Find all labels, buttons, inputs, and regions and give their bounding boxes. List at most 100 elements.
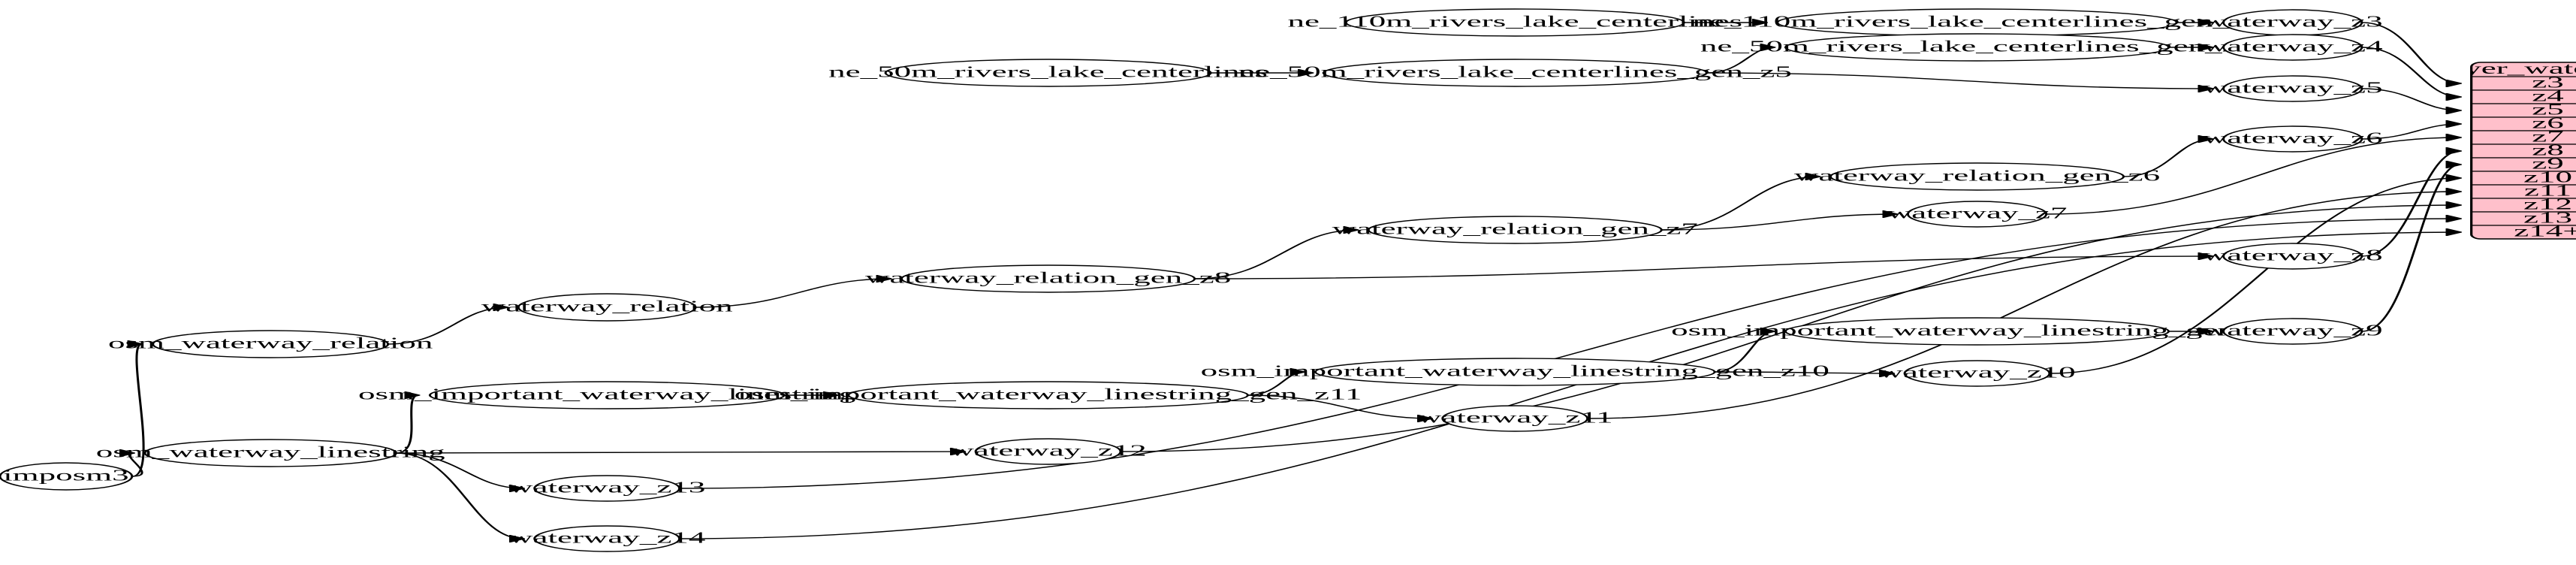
node-shape-ne_110m_rivers_lake_centerlines: [1344, 8, 1685, 37]
edge-osm_waterway_linestring--to--osm_important_waterway_linestring: [395, 395, 418, 454]
node-shape-waterway_z4: [2222, 34, 2363, 61]
edge-waterway_z10--to--layer_waterway_z10: [2049, 178, 2460, 374]
node-shape-osm_waterway_relation: [152, 330, 390, 358]
table-row-label-z7: z7: [2532, 128, 2563, 145]
node-shape-osm_important_waterway_linestring: [428, 381, 786, 409]
node-label-waterway_z11: waterway_z11: [1417, 409, 1613, 426]
node-label-waterway_relation_gen_z7: waterway_relation_gen_z7: [1332, 220, 1698, 237]
node-waterway_z11[interactable]: waterway_z11: [1417, 405, 1613, 432]
node-waterway_z10[interactable]: waterway_z10: [1878, 360, 2076, 387]
node-shape-ne_50m_rivers_lake_centerlines: [884, 59, 1212, 87]
node-ne_110m_rivers_lake_centerlines_gen_z3[interactable]: ne_110m_rivers_lake_centerlines_gen_z3: [1693, 8, 2262, 37]
node-shape-osm_waterway_linestring: [143, 439, 397, 467]
node-waterway_z5[interactable]: waterway_z5: [2203, 75, 2383, 102]
node-label-ne_110m_rivers_lake_centerlines: ne_110m_rivers_lake_centerlines: [1287, 13, 1742, 30]
table-row-z14+[interactable]: [2471, 225, 2576, 239]
node-waterway_z3[interactable]: waterway_z3: [2203, 9, 2383, 36]
node-label-ne_110m_rivers_lake_centerlines_gen_z3: ne_110m_rivers_lake_centerlines_gen_z3: [1693, 13, 2262, 30]
node-shape-ne_50m_rivers_lake_centerlines_gen_z5: [1322, 59, 1708, 87]
node-shape-osm_important_waterway_linestring_gen_z11: [847, 381, 1249, 409]
table-row-label-z5: z5: [2532, 101, 2563, 118]
node-osm_important_waterway_linestring_gen_z9[interactable]: osm_important_waterway_linestring_gen_z9: [1671, 317, 2283, 346]
node-label-waterway_z14: waterway_z14: [508, 529, 705, 546]
node-osm_important_waterway_linestring_gen_z10[interactable]: osm_important_waterway_linestring_gen_z1…: [1201, 358, 1829, 386]
node-label-waterway_z6: waterway_z6: [2203, 129, 2383, 147]
node-label-osm_important_waterway_linestring_gen_z11: osm_important_waterway_linestring_gen_z1…: [734, 385, 1362, 403]
node-label-waterway_z7: waterway_z7: [1887, 204, 2068, 222]
node-waterway_z12[interactable]: waterway_z12: [949, 438, 1147, 465]
edge-waterway_relation_gen_z7--to--waterway_z7: [1661, 214, 1896, 231]
table-row-label-z9: z9: [2532, 155, 2563, 172]
edge-waterway_z3--to--layer_waterway_z3: [2361, 22, 2460, 83]
table-row-label-z11: z11: [2524, 182, 2571, 199]
node-shape-waterway_z9: [2222, 318, 2363, 345]
node-label-osm_important_waterway_linestring_gen_z9: osm_important_waterway_linestring_gen_z9: [1671, 322, 2283, 339]
node-label-waterway_z3: waterway_z3: [2203, 13, 2383, 30]
node-waterway_z8[interactable]: waterway_z8: [2203, 243, 2383, 270]
node-waterway_z9[interactable]: waterway_z9: [2203, 318, 2383, 345]
node-imposm3[interactable]: imposm3: [0, 462, 134, 491]
node-waterway_relation[interactable]: waterway_relation: [481, 293, 733, 322]
edge-osm_important_waterway_linestring_gen_z10--to--waterway_z10: [1715, 372, 1893, 373]
edge-waterway_z5--to--layer_waterway_z5: [2361, 88, 2460, 110]
table-row-label-z6: z6: [2532, 114, 2563, 131]
node-ne_50m_rivers_lake_centerlines[interactable]: ne_50m_rivers_lake_centerlines: [828, 59, 1268, 87]
node-label-ne_50m_rivers_lake_centerlines_gen_z4: ne_50m_rivers_lake_centerlines_gen_z4: [1700, 38, 2254, 55]
node-label-waterway_relation: waterway_relation: [481, 298, 733, 315]
node-waterway_relation_gen_z6[interactable]: waterway_relation_gen_z6: [1794, 162, 2160, 191]
table-row-label-z12: z12: [2523, 195, 2572, 213]
node-label-waterway_z4: waterway_z4: [2203, 38, 2383, 55]
edge-osm_important_waterway_linestring_gen_z11--to--osm_important_waterway_linestring_gen_z10: [1247, 372, 1304, 396]
node-waterway_z13[interactable]: waterway_z13: [508, 475, 705, 502]
node-shape-waterway_z13: [533, 475, 681, 502]
edge-osm_waterway_linestring--to--waterway_z12: [396, 452, 964, 453]
node-shape-waterway_z11: [1441, 405, 1589, 432]
node-label-osm_important_waterway_linestring: osm_important_waterway_linestring: [358, 385, 855, 403]
node-waterway_relation_gen_z7[interactable]: waterway_relation_gen_z7: [1332, 216, 1698, 244]
node-osm_waterway_relation[interactable]: osm_waterway_relation: [108, 330, 433, 358]
node-waterway_z7[interactable]: waterway_z7: [1887, 201, 2068, 228]
node-label-waterway_z5: waterway_z5: [2203, 79, 2383, 96]
edge-osm_waterway_linestring--to--waterway_z13: [396, 452, 523, 488]
node-ne_110m_rivers_lake_centerlines[interactable]: ne_110m_rivers_lake_centerlines: [1287, 8, 1742, 37]
node-waterway_z4[interactable]: waterway_z4: [2203, 34, 2383, 61]
edge-ne_50m_rivers_lake_centerlines_gen_z5--to--ne_50m_rivers_lake_centerlines_gen_z4: [1706, 47, 1774, 74]
node-waterway_z14[interactable]: waterway_z14: [508, 525, 705, 552]
node-ne_50m_rivers_lake_centerlines_gen_z4[interactable]: ne_50m_rivers_lake_centerlines_gen_z4: [1700, 33, 2254, 62]
node-shape-waterway_z7: [1906, 201, 2048, 228]
table-header-cell: [2471, 62, 2576, 77]
node-osm_important_waterway_linestring[interactable]: osm_important_waterway_linestring: [358, 381, 855, 409]
edge-waterway_z9--to--layer_waterway_z9: [2361, 165, 2460, 332]
node-shape-waterway_z5: [2222, 75, 2363, 102]
table-row-label-z4: z4: [2532, 87, 2563, 104]
node-ne_50m_rivers_lake_centerlines_gen_z5[interactable]: ne_50m_rivers_lake_centerlines_gen_z5: [1238, 59, 1792, 87]
node-shape-waterway_z6: [2222, 125, 2363, 153]
edge-osm_important_waterway_linestring_gen_z11--to--waterway_z11: [1247, 394, 1431, 418]
node-label-waterway_z8: waterway_z8: [2203, 246, 2383, 264]
edge-osm_waterway_relation--to--waterway_relation: [388, 307, 508, 345]
node-label-waterway_z12: waterway_z12: [949, 442, 1146, 459]
edges-layer: [129, 23, 2460, 539]
node-shape-waterway_relation_gen_z8: [900, 264, 1196, 293]
edge-osm_important_waterway_linestring_gen_z10--to--osm_important_waterway_linestring_gen_z9: [1714, 331, 1774, 373]
node-shape-waterway_relation: [517, 293, 697, 322]
node-shape-waterway_z12: [974, 438, 1122, 465]
node-waterway_relation_gen_z8[interactable]: waterway_relation_gen_z8: [865, 264, 1231, 293]
nodes-layer: imposm3 osm_waterway_relation osm_waterway…: [0, 8, 2383, 552]
table-row-label-z14+: z14+: [2514, 222, 2576, 240]
node-osm_waterway_linestring[interactable]: osm_waterway_linestring: [96, 439, 445, 467]
table-row-label-z3: z3: [2532, 74, 2563, 91]
node-waterway_z6[interactable]: waterway_z6: [2203, 125, 2383, 153]
layer-waterway-table-body: layer_waterwayz3z4z5z6z7z8z9z10z11z12z13…: [2471, 62, 2576, 240]
node-label-waterway_relation_gen_z8: waterway_relation_gen_z8: [865, 269, 1231, 286]
table-row-label-z10: z10: [2523, 168, 2572, 186]
node-label-imposm3: imposm3: [3, 467, 129, 484]
table-row-label-z13: z13: [2523, 209, 2572, 226]
table-outline: [2470, 62, 2576, 240]
node-osm_important_waterway_linestring_gen_z11[interactable]: osm_important_waterway_linestring_gen_z1…: [734, 381, 1362, 409]
edge-osm_waterway_linestring--to--waterway_z14: [396, 452, 523, 539]
node-label-waterway_relation_gen_z6: waterway_relation_gen_z6: [1794, 167, 2160, 184]
node-label-ne_50m_rivers_lake_centerlines_gen_z5: ne_50m_rivers_lake_centerlines_gen_z5: [1238, 63, 1792, 80]
